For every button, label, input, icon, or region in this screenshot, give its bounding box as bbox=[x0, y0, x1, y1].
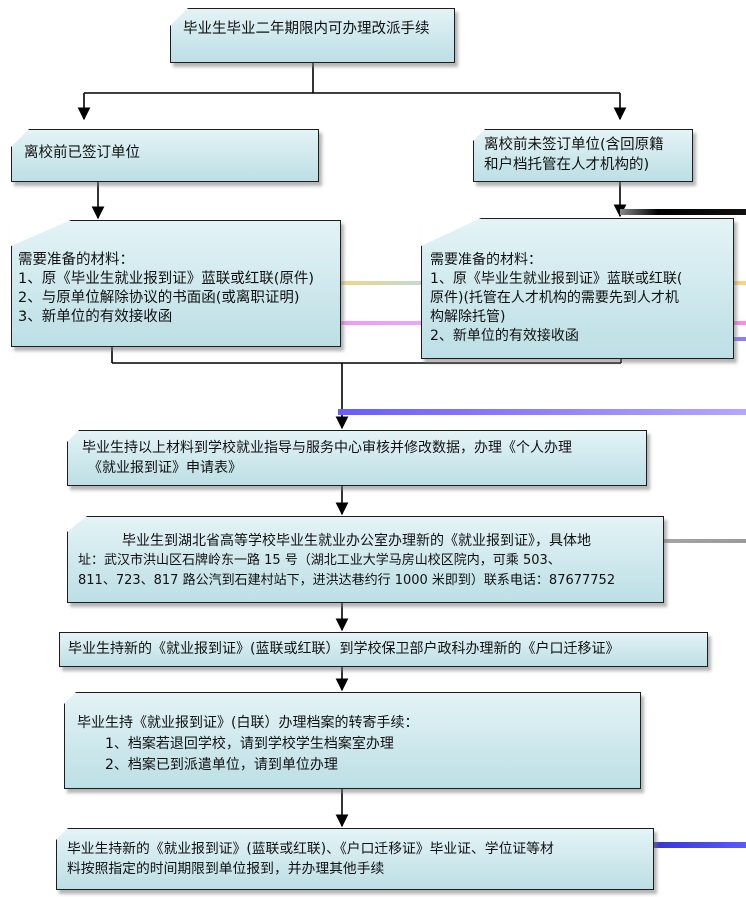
materials-item: 2、新单位的有效接收函 bbox=[430, 328, 579, 344]
step3-box: 毕业生持新的《就业报到证》(蓝联或红联）到学校保卫部户政科办理新的《户口迁移证》 bbox=[59, 632, 708, 667]
folded-corner bbox=[421, 218, 481, 246]
materials-item: 3、新单位的有效接收函 bbox=[18, 309, 173, 325]
right-branch-box: 离校前未签订单位(含回原籍 和户档托管在人才机构的) bbox=[473, 129, 693, 182]
step4-item: 1、档案若退回学校，请到学校学生档案室办理 bbox=[105, 736, 394, 752]
step5-text: 毕业生持新的《就业报到证》(蓝联或红联)、《户口迁移证》毕业证、学位证等材 bbox=[67, 841, 554, 857]
right-branch-title-line: 和户档托管在人才机构的) bbox=[484, 157, 650, 173]
left-branch-box: 离校前已签订单位 bbox=[11, 129, 319, 182]
folded-corner bbox=[11, 220, 71, 246]
step5-box: 毕业生持新的《就业报到证》(蓝联或红联)、《户口迁移证》毕业证、学位证等材 料按… bbox=[56, 828, 654, 890]
left-materials-box: 需要准备的材料： 1、原《毕业生就业报到证》蓝联或红联(原件) 2、与原单位解除… bbox=[11, 220, 341, 347]
materials-item: 原件)(托管在人才机构的需要先到人才机 bbox=[430, 290, 679, 306]
materials-heading: 需要准备的材料： bbox=[430, 252, 542, 268]
step4-box: 毕业生持《就业报到证》(白联）办理档案的转寄手续： 1、档案若退回学校，请到学校… bbox=[64, 692, 641, 789]
step4-item: 2、档案已到派遣单位，请到单位办理 bbox=[105, 757, 338, 773]
step1-box: 毕业生持以上材料到学校就业指导与服务中心审核并修改数据，办理《个人办理 《就业报… bbox=[67, 430, 647, 486]
step2-text: 毕业生到湖北省高等学校毕业生就业办公室办理新的《就业报到证》，具体地 bbox=[122, 533, 591, 549]
step5-text: 料按照指定的时间期限到单位报到，并办理其他手续 bbox=[67, 861, 385, 877]
step2-box: 毕业生到湖北省高等学校毕业生就业办公室办理新的《就业报到证》，具体地 址：武汉市… bbox=[67, 516, 664, 603]
folded-corner bbox=[64, 692, 76, 704]
materials-heading: 需要准备的材料： bbox=[18, 252, 134, 268]
right-materials-box: 需要准备的材料： 1、原《毕业生就业报到证》蓝联或红联( 原件)(托管在人才机构… bbox=[421, 218, 734, 359]
folded-corner bbox=[67, 430, 79, 442]
step1-text: 《就业报到证》申请表》 bbox=[88, 460, 242, 476]
step3-text: 毕业生持新的《就业报到证》(蓝联或红联）到学校保卫部户政科办理新的《户口迁移证》 bbox=[68, 641, 620, 657]
materials-item: 1、原《毕业生就业报到证》蓝联或红联( bbox=[430, 271, 683, 287]
folded-corner bbox=[170, 8, 188, 26]
folded-corner bbox=[56, 828, 68, 840]
flow-start-text: 毕业生毕业二年期限内可办理改派手续 bbox=[183, 21, 430, 37]
step2-text: 址：武汉市洪山区石牌岭东一路 15 号（湖北工业大学马房山校区院内，可乘 503… bbox=[78, 553, 561, 568]
step1-text: 毕业生持以上材料到学校就业指导与服务中心审核并修改数据，办理《个人办理 bbox=[82, 440, 572, 456]
flow-start-box: 毕业生毕业二年期限内可办理改派手续 bbox=[170, 8, 455, 63]
left-branch-title: 离校前已签订单位 bbox=[24, 145, 140, 161]
right-branch-title-line: 离校前未签订单位(含回原籍 bbox=[484, 137, 664, 153]
render-artifact bbox=[338, 409, 746, 415]
render-artifact bbox=[620, 209, 746, 215]
materials-item: 构解除托管) bbox=[430, 309, 506, 325]
folded-corner bbox=[473, 129, 485, 141]
folded-corner bbox=[67, 516, 87, 532]
materials-item: 2、与原单位解除协议的书面函(或离职证明) bbox=[18, 290, 300, 306]
step2-text: 811、723、817 路公汽到石建村站下，进洪达巷约行 1000 米即到）联系… bbox=[78, 573, 616, 588]
folded-corner bbox=[11, 129, 29, 147]
materials-item: 1、原《毕业生就业报到证》蓝联或红联(原件) bbox=[18, 271, 315, 287]
step4-heading: 毕业生持《就业报到证》(白联）办理档案的转寄手续： bbox=[77, 715, 419, 731]
